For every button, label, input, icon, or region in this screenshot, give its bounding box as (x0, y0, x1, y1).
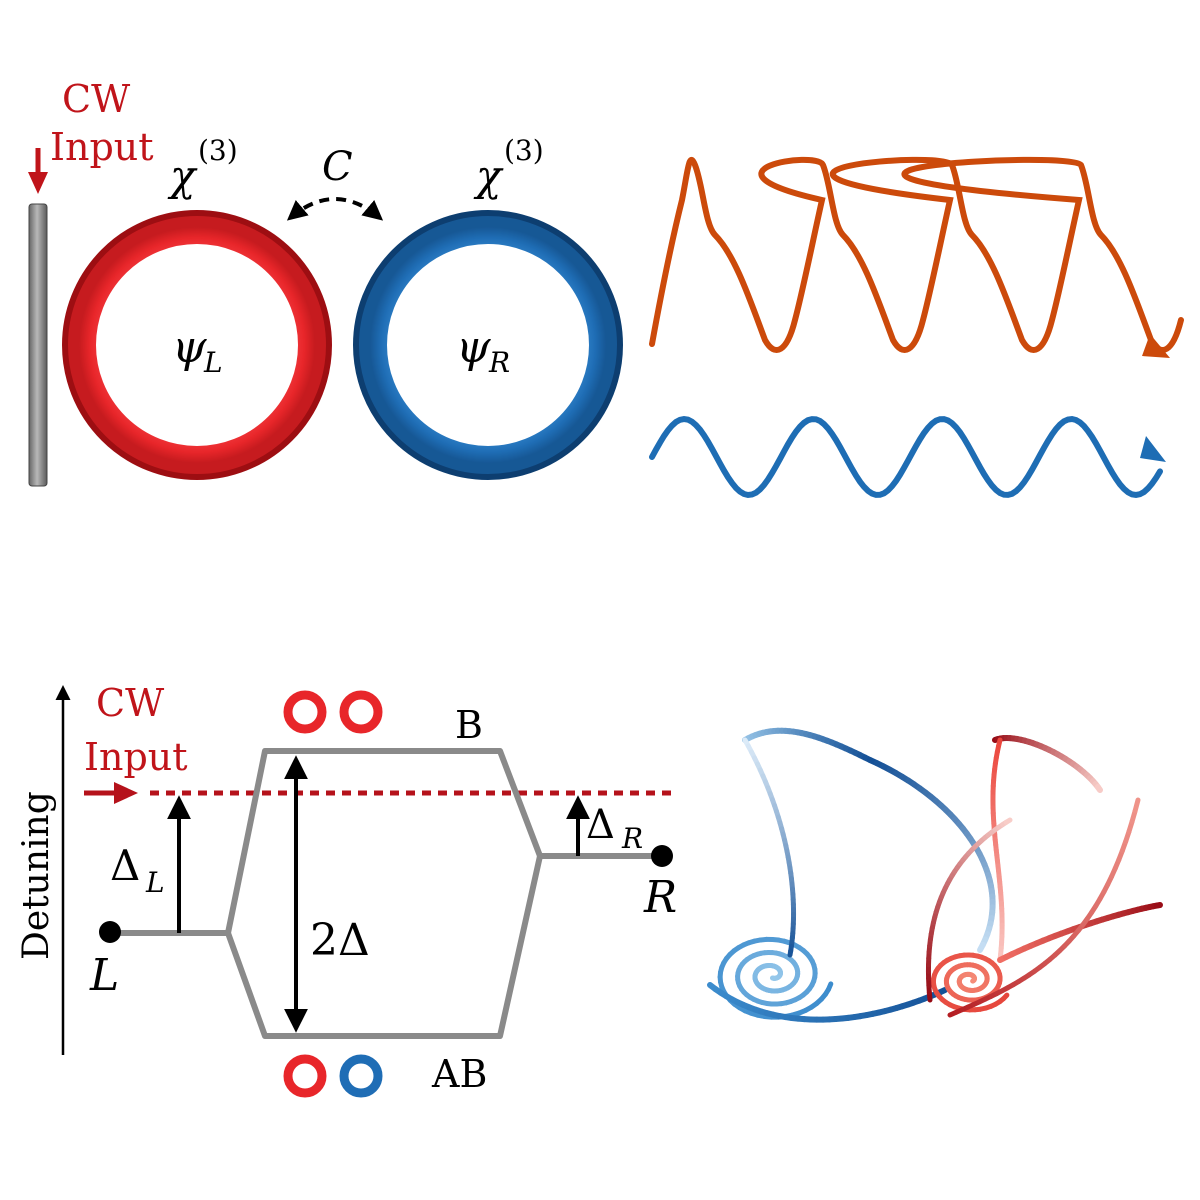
bottom-input-arrow-icon (84, 782, 138, 804)
svg-text:Δ: Δ (586, 802, 615, 848)
ring-left-face (68, 216, 326, 474)
trajectory-segment (1094, 784, 1103, 793)
phase-space-trajectory (707, 727, 1163, 1023)
ring-right-face (359, 216, 617, 474)
svg-text:χ: χ (473, 151, 504, 200)
svg-text:R: R (488, 346, 510, 379)
svg-text:R: R (621, 822, 643, 855)
chi-left-label: χ (3) (167, 134, 238, 200)
psi-left-label: ψ L (172, 322, 223, 379)
top-input-arrow-icon (28, 148, 48, 194)
level-ab-label: AB (431, 1052, 487, 1096)
waveguide-bar (28, 203, 48, 487)
bottom-input-label-line2: Input (84, 735, 188, 779)
level-antibonding (225, 855, 543, 1039)
svg-text:ψ: ψ (456, 322, 491, 373)
delta-r-label: Δ R (586, 802, 643, 855)
wave-top-arrowhead-icon (1142, 334, 1170, 358)
svg-text:L: L (145, 866, 165, 899)
point-l (99, 921, 121, 943)
chi-right-label: χ (3) (473, 134, 544, 200)
point-r-label: R (643, 872, 677, 923)
wave-bottom-blue (649, 415, 1163, 499)
svg-text:χ: χ (167, 151, 198, 200)
trajectory-segment (937, 987, 948, 996)
top-panel: CW Input χ (3) χ (3) C ψ L ψ R (28, 77, 1184, 499)
bonding-rings-icon (283, 690, 383, 734)
top-input-label-line1: CW (62, 77, 130, 121)
trajectory-segment (1132, 797, 1141, 814)
svg-text:ψ: ψ (172, 322, 207, 373)
trajectory-segment (787, 948, 794, 958)
bottom-input-label-line1: CW (96, 681, 164, 725)
level-diagram (117, 748, 662, 1039)
point-l-label: L (89, 950, 119, 1001)
detuning-axis-label: Detuning (16, 791, 57, 960)
trajectory-segment (1003, 817, 1013, 825)
svg-text:L: L (203, 346, 223, 379)
trajectory-segment (1153, 902, 1163, 909)
wave-top-orange (649, 156, 1184, 353)
coupling-arrow-icon (286, 197, 384, 221)
wave-bottom-arrowhead-icon (1140, 436, 1166, 462)
bottom-panel: Detuning CW Input L R Δ L Δ (16, 681, 1163, 1098)
svg-text:(3): (3) (198, 134, 238, 167)
top-input-label-line2: Input (50, 125, 154, 169)
level-bonding (225, 748, 543, 934)
svg-text:(3): (3) (504, 134, 544, 167)
delta-l-label: Δ L (110, 841, 165, 899)
coupling-label: C (322, 144, 353, 190)
psi-right-label: ψ R (456, 322, 510, 379)
point-r (651, 845, 673, 867)
trajectory-segment (977, 941, 986, 953)
level-b-label: B (455, 703, 483, 747)
two-delta-label: 2Δ (310, 915, 370, 966)
svg-text:Δ: Δ (110, 841, 140, 890)
antibonding-rings-icon (283, 1054, 383, 1098)
